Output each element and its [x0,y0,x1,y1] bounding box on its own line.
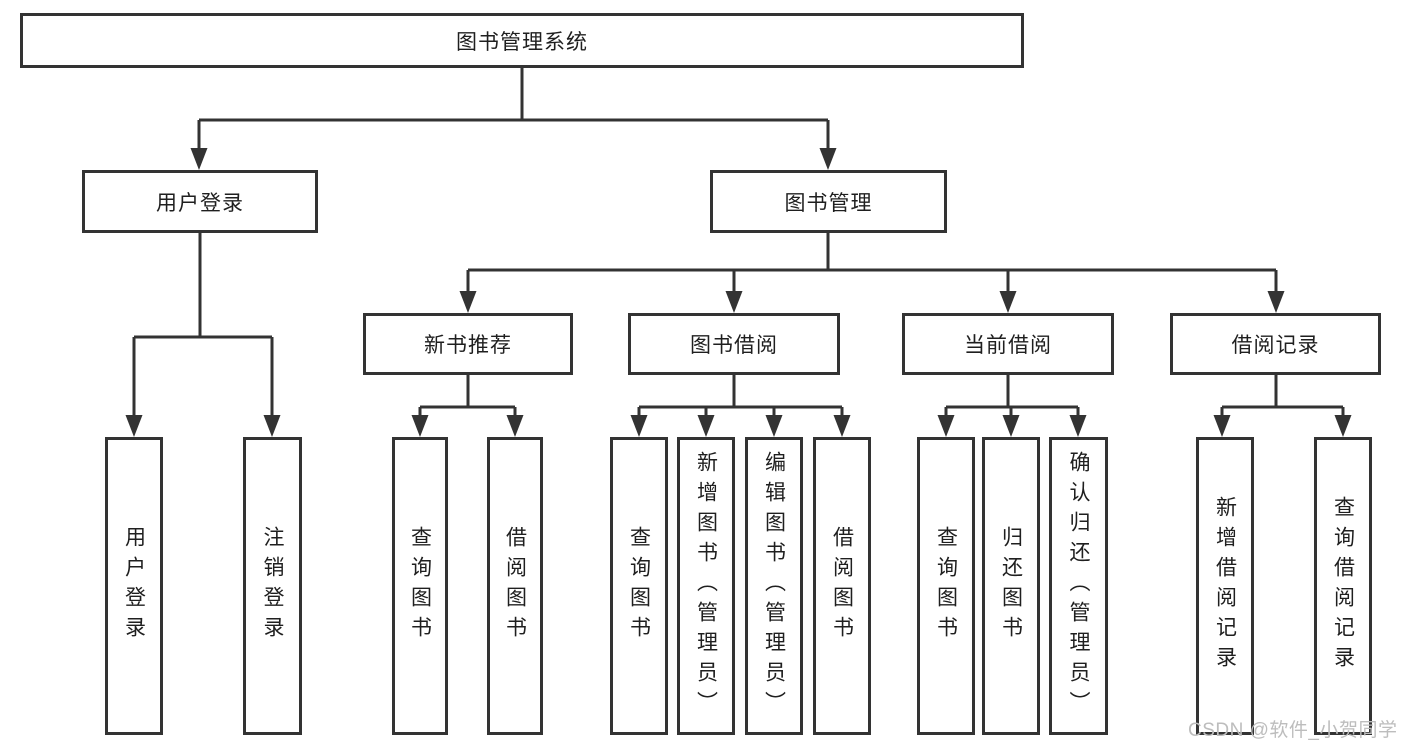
node-new-book-recommend: 新书推荐 [363,313,573,375]
leaf-user-login: 用户登录 [105,437,163,735]
leaf-cb-return-book: 归还图书 [982,437,1040,735]
arrow-down-icon [1267,291,1285,313]
arrow-down-icon [697,415,715,437]
arrow-down-icon [263,415,281,437]
arrow-down-icon [725,291,743,313]
arrow-down-icon [833,415,851,437]
node-label: 图书管理系统 [456,30,588,54]
node-label: 查询图书 [408,526,432,646]
node-label: 图书借阅 [690,334,778,357]
leaf-bb-query-book: 查询图书 [610,437,668,735]
leaf-bb-edit-book-admin: 编辑图书（管理员） [745,437,803,735]
arrow-down-icon [1002,415,1020,437]
node-label: 确认归还（管理员） [1067,451,1090,721]
node-label: 注销登录 [261,526,284,646]
leaf-cb-query-book: 查询图书 [917,437,975,735]
leaf-cb-confirm-return-admin: 确认归还（管理员） [1049,437,1108,735]
node-label: 查询图书 [627,526,651,646]
leaf-bb-add-book-admin: 新增图书（管理员） [677,437,735,735]
node-label: 编辑图书（管理员） [762,451,786,721]
arrow-down-icon [1069,415,1087,437]
arrow-down-icon [506,415,524,437]
node-label: 借阅记录 [1231,334,1320,357]
node-label: 图书管理 [784,191,873,215]
leaf-br-add-record: 新增借阅记录 [1196,437,1254,735]
connector-strokes [132,68,1345,427]
arrow-down-icon [999,291,1017,313]
arrowheads [125,148,1352,437]
node-book-borrow: 图书借阅 [628,313,840,375]
node-label: 用户登录 [156,191,244,215]
leaf-br-query-record: 查询借阅记录 [1314,437,1372,735]
node-borrow-record: 借阅记录 [1170,313,1381,375]
leaf-bb-borrow-book: 借阅图书 [813,437,871,735]
arrow-down-icon [190,148,208,170]
node-current-borrow: 当前借阅 [902,313,1114,375]
node-label: 用户登录 [122,526,146,646]
arrow-down-icon [630,415,648,437]
arrow-down-icon [937,415,955,437]
node-label: 新增图书（管理员） [694,451,718,721]
arrow-down-icon [125,415,143,437]
node-label: 归还图书 [999,526,1023,646]
node-label: 借阅图书 [830,526,854,646]
node-label: 新书推荐 [424,334,512,357]
node-label: 借阅图书 [503,526,527,646]
leaf-logout: 注销登录 [243,437,302,735]
arrow-down-icon [1213,415,1231,437]
node-label: 新增借阅记录 [1213,496,1237,676]
node-label: 查询借阅记录 [1331,496,1355,676]
csdn-watermark: CSDN @软件_小贺同学 [1188,720,1398,741]
arrow-down-icon [765,415,783,437]
node-user-login: 用户登录 [82,170,318,233]
node-label: 查询图书 [934,526,958,646]
arrow-down-icon [411,415,429,437]
node-library-system: 图书管理系统 [20,13,1024,68]
arrow-down-icon [459,291,477,313]
leaf-rec-borrow-book: 借阅图书 [487,437,543,735]
arrow-down-icon [819,148,837,170]
node-label: 当前借阅 [964,334,1052,357]
node-book-management: 图书管理 [710,170,947,233]
arrow-down-icon [1334,415,1352,437]
leaf-rec-query-book: 查询图书 [392,437,448,735]
